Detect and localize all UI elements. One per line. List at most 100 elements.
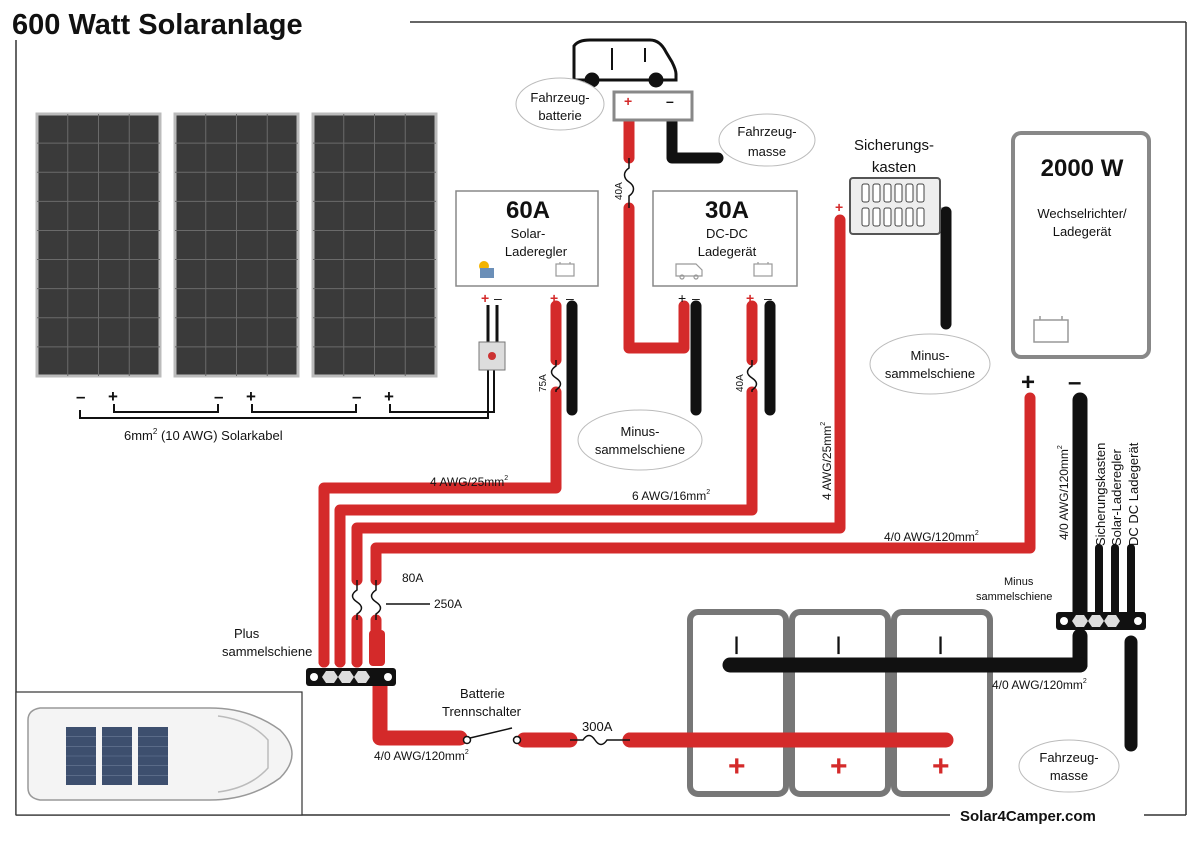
battery3-plus: +: [932, 750, 950, 783]
fusebox-minus: –: [941, 199, 949, 215]
fuse-250a-icon: [370, 580, 382, 620]
neg-bus-left-label-2: sammelschiene: [595, 442, 685, 457]
battery-icon: [1033, 316, 1069, 343]
inverter-minus: –: [1068, 369, 1081, 396]
van-icon: [572, 38, 678, 88]
panel3-plus: +: [384, 387, 394, 406]
inverter-charger: 2000 W Wechselrichter/ Ladegerät: [1011, 131, 1151, 359]
solar-controller-rating: 60A: [506, 197, 550, 224]
battery2-minus: |: [836, 634, 841, 654]
battery1-minus: |: [734, 634, 739, 654]
dcdc-label-2: Ladegerät: [698, 244, 757, 259]
van-small-icon: [675, 263, 703, 280]
cable-label-4awg-solar: 4 AWG/25mm2: [430, 475, 508, 489]
neg-bus-right-bubble: [869, 333, 991, 395]
dcdc-out-minus: –: [764, 290, 772, 306]
vehicle-battery-label-1: Fahrzeug-: [530, 90, 589, 105]
vehicle-ground-bottom-label-1: Fahrzeug-: [1039, 750, 1098, 765]
cable-vehicle-pos: [623, 112, 690, 354]
cable-main-pos: [372, 678, 468, 746]
van-top-view-inset: [15, 691, 303, 816]
vehicle-battery: + –: [612, 90, 694, 122]
battery-disconnect-switch: [462, 727, 522, 745]
fuse-250a-label: 250A: [434, 597, 462, 611]
battery-bank: | | | + + +: [687, 609, 993, 797]
cables: [318, 112, 1138, 752]
disconnect-label-1: Batterie: [460, 686, 505, 701]
vehicle-battery-label-2: batterie: [538, 108, 581, 123]
fuse-80a-icon: [351, 580, 363, 620]
fuse-40a-dcdc-icon: [746, 360, 758, 392]
fuse-300a-label: 300A: [582, 719, 613, 734]
panel1-minus: –: [76, 387, 85, 406]
inverter-label-1: Wechselrichter/: [1037, 206, 1127, 221]
battery1-plus: +: [728, 750, 746, 783]
panel2-minus: –: [214, 387, 223, 406]
inverter-power: 2000 W: [1041, 155, 1124, 182]
cable-vehicle-neg: [666, 112, 724, 164]
pv-breaker: [478, 305, 506, 371]
solar-controller-label-1: Solar-: [511, 226, 546, 241]
battery-icon: [753, 262, 773, 277]
fusebox-label-1: Sicherungs-: [854, 137, 934, 154]
pos-bus-label-2: sammelschiene: [222, 644, 312, 659]
battery-icon: [555, 262, 575, 277]
fuse-80a-label: 80A: [402, 571, 423, 585]
inverter-plus: +: [1021, 369, 1035, 396]
page-title: 600 Watt Solaranlage: [12, 9, 303, 41]
fusebox-plus: +: [835, 199, 843, 215]
cable-label-6awg: 6 AWG/16mm2: [632, 489, 710, 503]
cable-dcdc-pos: [334, 300, 758, 668]
positive-busbar: [306, 668, 396, 686]
negative-busbar: [1056, 612, 1146, 630]
solar-controller-label-2: Laderegler: [505, 244, 568, 259]
fuse-75a-icon: [550, 360, 562, 392]
inverter-label-2: Ladegerät: [1053, 224, 1112, 239]
neg-bus-right-label-1: Minus-: [910, 348, 949, 363]
vehicle-ground-bottom-label-2: masse: [1050, 768, 1088, 783]
vehicle-ground-top-label-2: masse: [748, 144, 786, 159]
panel-terminals: – + – + – +: [76, 387, 394, 406]
solar-bat-plus: +: [550, 290, 558, 306]
fuse-40a-dcdc-label: 40A: [735, 374, 746, 392]
panel2-plus: +: [246, 387, 256, 406]
vehicle-ground-top-bubble: [718, 113, 816, 167]
fuse-300a-icon: [570, 734, 630, 746]
dcdc-rating: 30A: [705, 197, 749, 224]
battery2-plus: +: [830, 750, 848, 783]
vehicle-battery-plus: +: [624, 93, 632, 109]
panel1-plus: +: [108, 387, 118, 406]
solar-cable-label: 6mm2 (10 AWG) Solarkabel: [124, 427, 283, 443]
neg-label-fusebox: Sicherungskasten: [1093, 443, 1108, 546]
cable-label-40-main: 4/0 AWG/120mm2: [374, 749, 469, 763]
neg-label-solar: Solar-Laderegler: [1109, 448, 1124, 546]
dcdc-in-minus: –: [692, 290, 700, 306]
fuse-40a-top-icon: [623, 158, 635, 208]
vehicle-ground-bottom-bubble: [1018, 739, 1120, 793]
solar-panel-array: [35, 112, 438, 378]
cable-label-40-inverter: 4/0 AWG/120mm2: [884, 530, 979, 544]
fusebox-label-2: kasten: [872, 159, 916, 176]
vehicle-battery-minus: –: [666, 93, 674, 109]
fuse-40a-top-label: 40A: [614, 182, 625, 200]
neg-bus-left-bubble: [577, 409, 703, 471]
dcdc-out-plus: +: [746, 290, 754, 306]
sun-icon: [479, 261, 494, 278]
dcdc-charger: 30A DC-DC Ladegerät: [652, 190, 798, 287]
cable-label-40-battery-neg: 4/0 AWG/120mm2: [992, 678, 1087, 692]
pos-bus-label-1: Plus: [234, 626, 260, 641]
fuse-box: [849, 177, 941, 235]
panel-series-wiring: [79, 370, 495, 419]
neg-bus-right-label-2: sammelschiene: [885, 366, 975, 381]
neg-bus-main-label-2: sammelschiene: [976, 591, 1052, 603]
vehicle-battery-bubble: [515, 77, 605, 131]
neg-bus-main-label-1: Minus: [1004, 576, 1034, 588]
cable-solar-pos: [318, 300, 562, 668]
neg-bus-left-label-1: Minus-: [620, 424, 659, 439]
brand-label: Solar4Camper.com: [960, 808, 1096, 825]
panel3-minus: –: [352, 387, 361, 406]
fuse-75a-label: 75A: [538, 374, 549, 392]
cable-label-40-inverter-neg: 4/0 AWG/120mm2: [1057, 445, 1071, 540]
disconnect-label-2: Trennschalter: [442, 704, 522, 719]
